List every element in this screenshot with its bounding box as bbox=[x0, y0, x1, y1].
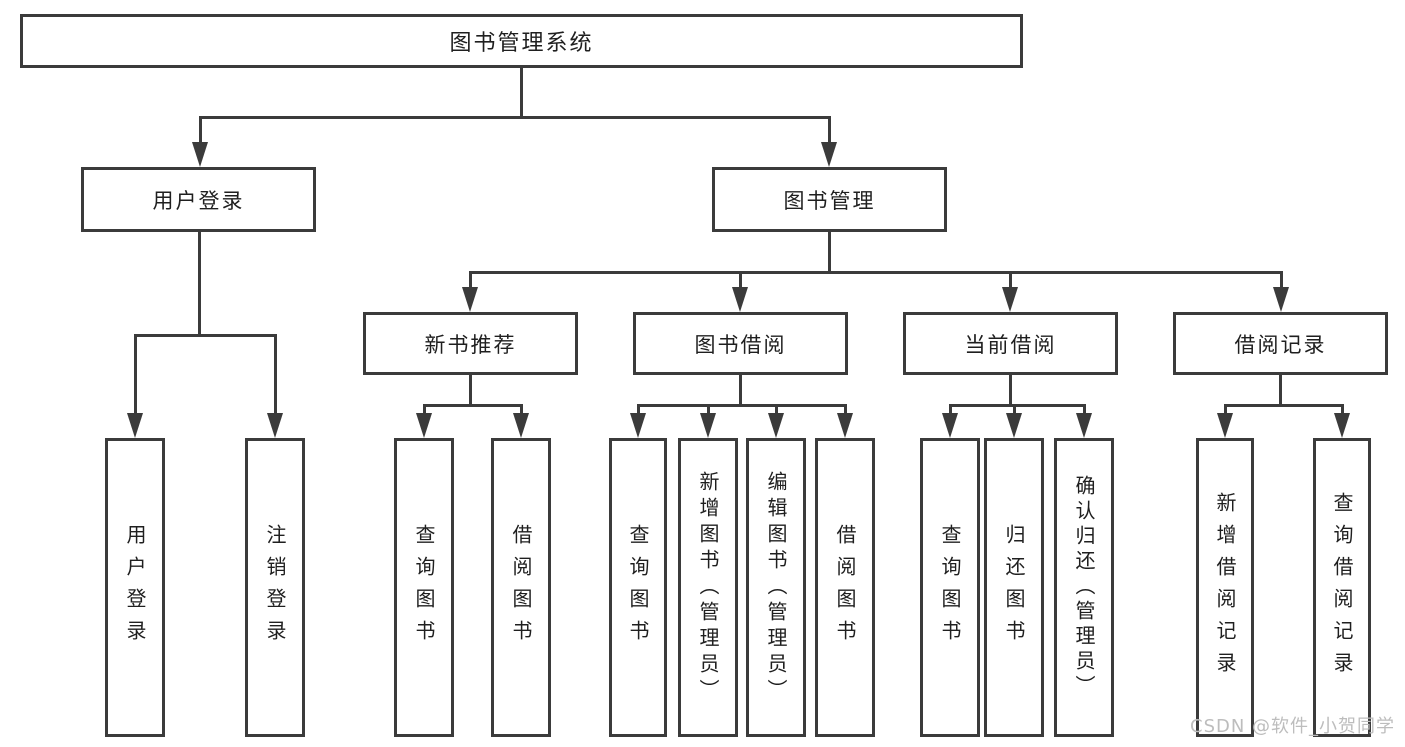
arrowhead-down-icon bbox=[942, 413, 958, 438]
leaf-add-book-admin-label: 新增图书（管理员） bbox=[696, 470, 720, 705]
leaf-query-books-recommend: 查询图书 bbox=[394, 438, 454, 737]
node-book-management: 图书管理 bbox=[712, 167, 947, 232]
arrowhead-down-icon bbox=[700, 413, 716, 438]
node-book-management-label: 图书管理 bbox=[783, 188, 876, 213]
connector-arrow-shaft bbox=[199, 116, 202, 148]
node-root-label: 图书管理系统 bbox=[449, 31, 594, 56]
connector-current-bar bbox=[949, 404, 1085, 407]
node-current-borrow-label: 当前借阅 bbox=[964, 332, 1057, 357]
leaf-borrow-books-recommend-label: 借阅图书 bbox=[509, 523, 533, 652]
connector-user-login-bar bbox=[134, 334, 277, 337]
arrowhead-down-icon bbox=[267, 413, 283, 438]
leaf-edit-book-admin-label: 编辑图书（管理员） bbox=[764, 470, 788, 705]
arrowhead-down-icon bbox=[768, 413, 784, 438]
connector-records-bar bbox=[1224, 404, 1343, 407]
node-root: 图书管理系统 bbox=[20, 14, 1023, 68]
connector-arrow-shaft bbox=[828, 116, 831, 148]
arrowhead-down-icon bbox=[837, 413, 853, 438]
node-user-login-label: 用户登录 bbox=[152, 188, 245, 213]
connector-arrow-shaft bbox=[1009, 271, 1012, 291]
connector-current-stem bbox=[1009, 375, 1012, 407]
connector-arrow-shaft bbox=[775, 404, 778, 416]
arrowhead-down-icon bbox=[1273, 287, 1289, 312]
connector-arrow-shaft bbox=[134, 334, 137, 419]
connector-records-stem bbox=[1279, 375, 1282, 407]
arrowhead-down-icon bbox=[1217, 413, 1233, 438]
leaf-query-borrow-record-label: 查询借阅记录 bbox=[1330, 491, 1354, 684]
connector-book-management-stem bbox=[828, 232, 831, 274]
connector-arrow-shaft bbox=[707, 404, 710, 416]
connector-recommend-bar bbox=[423, 404, 523, 407]
leaf-query-books-current-label: 查询图书 bbox=[938, 523, 962, 652]
leaf-logout: 注销登录 bbox=[245, 438, 305, 737]
connector-arrow-shaft bbox=[844, 404, 847, 416]
node-new-book-recommend: 新书推荐 bbox=[363, 312, 578, 375]
arrowhead-down-icon bbox=[1002, 287, 1018, 312]
node-new-book-recommend-label: 新书推荐 bbox=[424, 332, 517, 357]
node-book-borrow: 图书借阅 bbox=[633, 312, 848, 375]
arrowhead-down-icon bbox=[416, 413, 432, 438]
leaf-return-book: 归还图书 bbox=[984, 438, 1044, 737]
node-borrow-records-label: 借阅记录 bbox=[1234, 332, 1327, 357]
leaf-add-borrow-record-label: 新增借阅记录 bbox=[1213, 491, 1237, 684]
connector-arrow-shaft bbox=[469, 271, 472, 291]
connector-user-login-stem bbox=[198, 232, 201, 337]
connector-level1-bar bbox=[199, 116, 831, 119]
connector-arrow-shaft bbox=[1083, 404, 1086, 416]
connector-arrow-shaft bbox=[1341, 404, 1344, 416]
arrowhead-down-icon bbox=[732, 287, 748, 312]
leaf-user-login: 用户登录 bbox=[105, 438, 165, 737]
leaf-logout-label: 注销登录 bbox=[263, 523, 287, 652]
connector-borrow-stem bbox=[739, 375, 742, 407]
leaf-borrow-books-recommend: 借阅图书 bbox=[491, 438, 551, 737]
leaf-borrow-books-borrow-label: 借阅图书 bbox=[833, 523, 857, 652]
leaf-query-books-recommend-label: 查询图书 bbox=[412, 523, 436, 652]
arrowhead-down-icon bbox=[821, 142, 837, 167]
leaf-add-book-admin: 新增图书（管理员） bbox=[678, 438, 738, 737]
arrowhead-down-icon bbox=[513, 413, 529, 438]
arrowhead-down-icon bbox=[1334, 413, 1350, 438]
connector-arrow-shaft bbox=[949, 404, 952, 416]
connector-arrow-shaft bbox=[1013, 404, 1016, 416]
leaf-borrow-books-borrow: 借阅图书 bbox=[815, 438, 875, 737]
connector-level2-bar bbox=[469, 271, 1282, 274]
leaf-confirm-return-admin: 确认归还（管理员） bbox=[1054, 438, 1114, 737]
arrowhead-down-icon bbox=[630, 413, 646, 438]
leaf-query-books-borrow: 查询图书 bbox=[609, 438, 667, 737]
leaf-return-book-label: 归还图书 bbox=[1002, 523, 1026, 652]
leaf-confirm-return-admin-label: 确认归还（管理员） bbox=[1072, 475, 1096, 700]
connector-arrow-shaft bbox=[1280, 271, 1283, 291]
node-borrow-records: 借阅记录 bbox=[1173, 312, 1388, 375]
leaf-query-borrow-record: 查询借阅记录 bbox=[1313, 438, 1371, 737]
connector-arrow-shaft bbox=[637, 404, 640, 416]
leaf-add-borrow-record: 新增借阅记录 bbox=[1196, 438, 1254, 737]
leaf-user-login-label: 用户登录 bbox=[123, 523, 147, 652]
connector-borrow-bar bbox=[637, 404, 846, 407]
node-book-borrow-label: 图书借阅 bbox=[694, 332, 787, 357]
connector-arrow-shaft bbox=[520, 404, 523, 416]
arrowhead-down-icon bbox=[127, 413, 143, 438]
node-user-login: 用户登录 bbox=[81, 167, 316, 232]
leaf-query-books-current: 查询图书 bbox=[920, 438, 980, 737]
leaf-query-books-borrow-label: 查询图书 bbox=[626, 523, 650, 652]
connector-root-stem bbox=[520, 68, 523, 119]
node-current-borrow: 当前借阅 bbox=[903, 312, 1118, 375]
arrowhead-down-icon bbox=[192, 142, 208, 167]
connector-recommend-stem bbox=[469, 375, 472, 407]
arrowhead-down-icon bbox=[1006, 413, 1022, 438]
connector-arrow-shaft bbox=[1224, 404, 1227, 416]
connector-arrow-shaft bbox=[739, 271, 742, 291]
connector-arrow-shaft bbox=[423, 404, 426, 416]
connector-arrow-shaft bbox=[274, 334, 277, 419]
arrowhead-down-icon bbox=[462, 287, 478, 312]
watermark-text: CSDN @软件_小贺同学 bbox=[1190, 716, 1396, 737]
leaf-edit-book-admin: 编辑图书（管理员） bbox=[746, 438, 806, 737]
arrowhead-down-icon bbox=[1076, 413, 1092, 438]
